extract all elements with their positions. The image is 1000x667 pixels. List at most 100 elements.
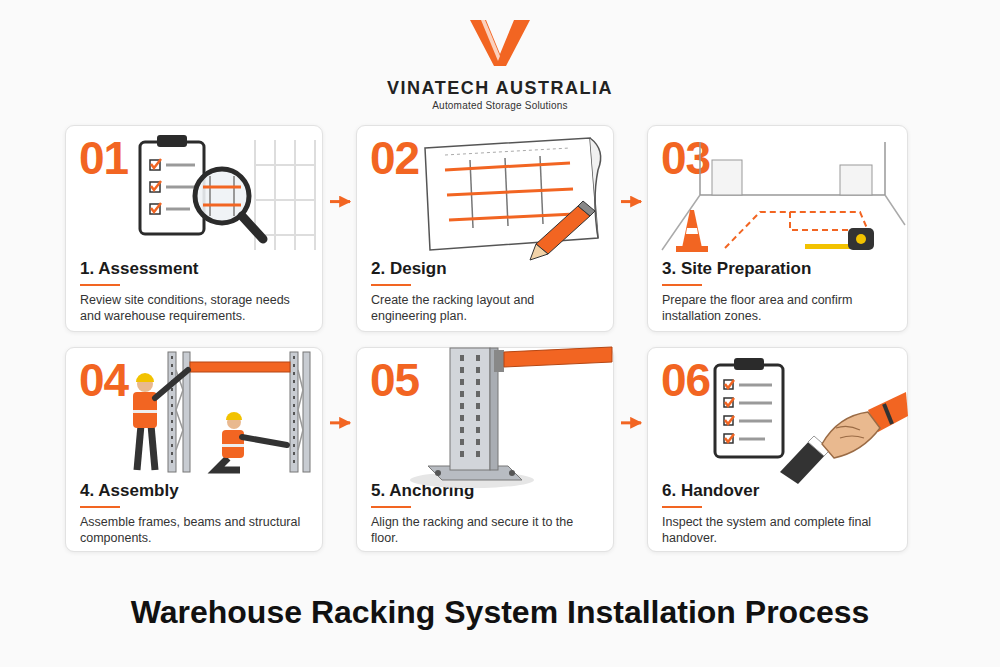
- sheet-curl: [590, 138, 601, 238]
- suit-sleeve: [780, 438, 828, 484]
- worker-leg: [216, 458, 240, 470]
- tape-strip: [805, 244, 850, 249]
- step-card: 033. Site PreparationPrepare the floor a…: [647, 125, 908, 332]
- column-side: [490, 348, 498, 470]
- rack-line: [274, 140, 276, 250]
- sleeve-stripe: [884, 404, 892, 424]
- rack-line: [294, 140, 296, 250]
- finger-lines: [836, 426, 864, 438]
- step-description: Review site conditions, storage needs an…: [80, 292, 312, 325]
- step-heading: 2. Design: [371, 259, 447, 286]
- rack-upright: [233, 176, 235, 216]
- blueprint-sheet: [425, 138, 598, 250]
- step-number: 01: [79, 135, 128, 181]
- cone-band: [686, 228, 698, 234]
- brand-logo: [470, 20, 530, 66]
- site-illustration: [662, 142, 905, 252]
- grid-line: [540, 156, 543, 224]
- anchor-bolt: [509, 470, 515, 476]
- worker-leg: [137, 425, 141, 470]
- check-mark: [151, 181, 161, 190]
- worker-arm: [242, 437, 287, 445]
- step-card: 044. AssemblyAssemble frames, beams and …: [65, 347, 323, 552]
- checkbox: [150, 160, 160, 170]
- flow-arrow: [621, 421, 641, 424]
- step-description: Inspect the system and complete final ha…: [662, 514, 894, 547]
- layout-line: [447, 189, 573, 195]
- magnifier-handle: [242, 216, 263, 239]
- checkbox: [150, 204, 160, 214]
- flow-arrow: [330, 421, 350, 424]
- worker-vest: [133, 392, 157, 428]
- check-mark: [151, 159, 161, 168]
- door: [712, 160, 742, 195]
- rack-upright: [209, 176, 211, 216]
- checkbox: [150, 182, 160, 192]
- rack-beam: [203, 204, 241, 207]
- assessment-illustration: [140, 135, 315, 250]
- design-illustration: [425, 138, 601, 260]
- floor-shadow: [410, 472, 534, 488]
- rack-line: [255, 234, 315, 236]
- list-line: [739, 402, 772, 405]
- rack-upright: [303, 352, 310, 472]
- worker-head: [137, 376, 153, 392]
- vest-strip: [222, 444, 244, 447]
- step-number: 05: [370, 357, 419, 403]
- clipboard: [715, 365, 783, 457]
- layout-line: [449, 214, 575, 220]
- list-line: [166, 186, 195, 189]
- step-heading: 3. Site Preparation: [662, 259, 811, 286]
- tape-measure: [848, 228, 874, 250]
- zone-marking: [725, 212, 872, 248]
- check-mark: [725, 416, 734, 424]
- hard-hat: [136, 373, 154, 382]
- rack-upright: [183, 352, 190, 472]
- flow-arrow: [330, 200, 350, 203]
- upright-holes: [476, 355, 480, 460]
- step-heading: 5. Anchoring: [371, 481, 474, 508]
- worker-arm: [155, 370, 188, 398]
- rack-beam: [190, 362, 290, 372]
- shirt-cuff: [808, 436, 830, 456]
- logo-stripe: [481, 20, 500, 61]
- logo-v: [470, 20, 530, 66]
- step-number: 02: [370, 135, 419, 181]
- brand-tagline: Automated Storage Solutions: [0, 100, 1000, 111]
- upright-column: [450, 348, 490, 470]
- floor-edge: [662, 195, 905, 250]
- pencil-tip: [530, 244, 548, 260]
- pencil-end: [578, 201, 595, 216]
- step-heading: 4. Assembly: [80, 481, 179, 508]
- upright-holes: [171, 356, 173, 468]
- check-mark: [725, 380, 734, 388]
- anchoring-illustration: [410, 347, 612, 488]
- diagram-title: Warehouse Racking System Installation Pr…: [0, 594, 1000, 631]
- step-number: 04: [79, 357, 128, 403]
- connector-group: [330, 202, 641, 423]
- rack-upright: [168, 352, 176, 472]
- tape-hub: [856, 234, 866, 244]
- rack-line: [314, 140, 316, 250]
- check-mark: [725, 398, 734, 406]
- grid-line: [505, 158, 508, 226]
- checkbox: [724, 398, 733, 407]
- rack-line: [255, 199, 315, 201]
- clipboard-clip: [157, 135, 187, 147]
- step-number: 06: [661, 357, 710, 403]
- assembly-illustration: [133, 352, 310, 472]
- magnifier-lens: [195, 169, 249, 223]
- list-line: [166, 208, 190, 211]
- traffic-cone: [682, 210, 702, 248]
- vest-strip: [133, 410, 157, 413]
- ghost-rack: [255, 140, 315, 250]
- list-line: [166, 164, 195, 167]
- upright-holes: [293, 356, 295, 468]
- step-description: Create the racking layout and engineerin…: [371, 292, 603, 325]
- room-wall: [700, 142, 885, 195]
- rack-bracing: [176, 370, 183, 450]
- rack-bracing: [298, 370, 303, 450]
- rack-upright: [290, 352, 298, 472]
- handover-illustration: [715, 358, 908, 484]
- checkbox: [724, 416, 733, 425]
